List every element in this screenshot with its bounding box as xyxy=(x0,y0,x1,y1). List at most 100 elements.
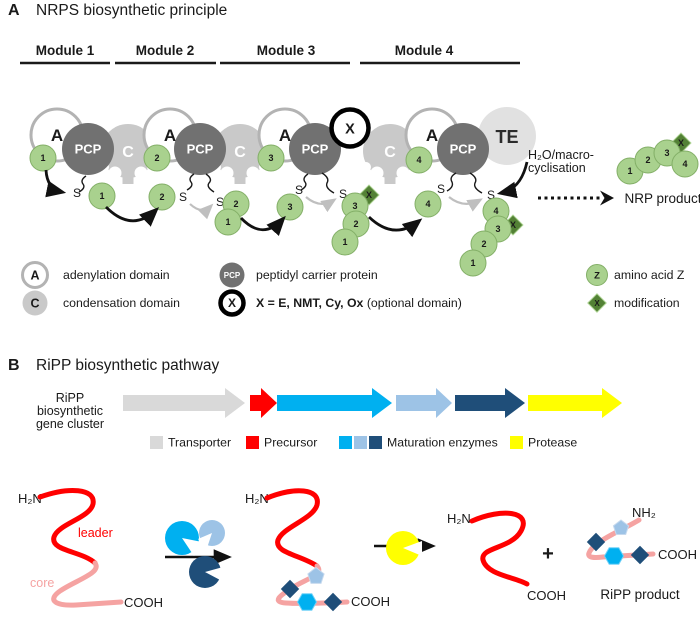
legend-adenylation: adenylation domain xyxy=(63,268,170,282)
modification-hexagon xyxy=(603,547,625,565)
gene-cluster-arrows xyxy=(123,388,622,418)
chain-aa: 4 xyxy=(425,199,430,209)
ripp-product-label: RiPP product xyxy=(600,587,680,602)
chain-aa: 2 xyxy=(481,239,486,249)
legend-c-icon xyxy=(22,290,48,316)
legend-x-note: (optional domain) xyxy=(363,296,461,310)
module-1-label: Module 1 xyxy=(36,43,95,58)
cooh-label: COOH xyxy=(658,547,697,562)
cleaved-leader-peptide: H₂N COOH xyxy=(447,510,566,603)
a-domain-letter: A xyxy=(426,126,438,145)
modification-diamond xyxy=(323,592,343,612)
modification-diamond xyxy=(630,545,650,565)
cyclisation-text-line2: cyclisation xyxy=(528,161,586,175)
module-4-label: Module 4 xyxy=(395,43,454,58)
a-domain-letter: A xyxy=(164,126,176,145)
core-label: core xyxy=(30,576,54,590)
nh2-label: NH₂ xyxy=(632,505,656,520)
c-domain-letter: C xyxy=(234,144,246,161)
ripp-product: NH₂ COOH RiPP product xyxy=(586,505,697,602)
aa-3: 3 xyxy=(268,153,273,163)
ppant-arms: S S S S S S S xyxy=(73,172,495,209)
transfer-arrow-m2 xyxy=(189,203,214,220)
legend-x-icon xyxy=(218,289,246,317)
c-domain-m4: C xyxy=(361,124,419,184)
s-label: S xyxy=(295,183,303,197)
legend-a-icon xyxy=(21,261,49,289)
legend-x-letter: X xyxy=(228,296,236,310)
legend-transporter: Transporter xyxy=(168,436,231,450)
precursor-gene-arrow xyxy=(250,388,277,418)
pcp-domain-m4 xyxy=(437,123,489,175)
transfer-arrow-m3 xyxy=(305,196,337,213)
chain-aa: 1 xyxy=(470,258,475,268)
legend-pcp-icon xyxy=(219,262,245,288)
panel-b-label: B xyxy=(8,357,20,374)
panel-a-legend: A adenylation domain C condensation doma… xyxy=(21,261,685,317)
pcp-domain-letters: PCP xyxy=(302,142,329,157)
leader-peptide-line xyxy=(264,488,320,569)
s-label: S xyxy=(216,195,224,209)
pcp-domain-m2 xyxy=(174,123,226,175)
plus-sign: + xyxy=(542,543,554,565)
condensation-arrow-1 xyxy=(105,206,160,227)
condensation-arrow-3 xyxy=(368,215,423,238)
legend-precursor-swatch xyxy=(246,436,259,449)
maturation-gene-arrow-3 xyxy=(455,388,525,418)
transfer-arrow-m4 xyxy=(448,196,483,212)
legend-modification: modification xyxy=(614,296,680,310)
legend-maturation-swatch-2 xyxy=(354,436,367,449)
release-arrow xyxy=(538,190,614,206)
a-domain-letter: A xyxy=(279,126,291,145)
module-headers: Module 1 Module 2 Module 3 Module 4 xyxy=(20,43,520,65)
modification-pentagon xyxy=(612,519,630,535)
chain-aa: 2 xyxy=(233,199,238,209)
maturation-gene-arrow-2 xyxy=(396,388,452,418)
pcp-domain-m1 xyxy=(62,123,114,175)
chain-aa: 2 xyxy=(159,192,164,202)
panel-b-legend: Transporter Precursor Maturation enzymes… xyxy=(150,436,577,450)
maturation-enzyme-navy xyxy=(189,556,223,588)
legend-pcp-letters: PCP xyxy=(224,271,241,280)
cooh-label: COOH xyxy=(124,595,163,610)
modification-pentagon xyxy=(307,566,325,584)
legend-protease-swatch xyxy=(510,436,523,449)
legend-c-letter: C xyxy=(30,297,39,311)
legend-aminoacid-icon xyxy=(586,264,608,286)
aa-1: 1 xyxy=(40,153,45,163)
legend-modification-icon: X xyxy=(587,293,607,313)
transfer-arrows xyxy=(44,161,529,238)
chain-aa: 3 xyxy=(495,224,500,234)
module-2-label: Module 2 xyxy=(136,43,195,58)
core-peptide-line xyxy=(51,560,124,608)
te-domain: TE xyxy=(478,107,536,165)
chain-aa: 4 xyxy=(493,206,498,216)
legend-pcp: peptidyl carrier protein xyxy=(256,268,378,282)
legend-maturation-swatch-1 xyxy=(339,436,352,449)
chain-aa: 1 xyxy=(99,191,104,201)
te-domain-letter: TE xyxy=(495,127,518,147)
legend-condensation: condensation domain xyxy=(63,296,180,310)
chain-aa: 3 xyxy=(352,201,357,211)
legend-aminoacid: amino acid Z xyxy=(614,268,685,282)
loaded-amino-acids: 1 2 3 4 xyxy=(29,144,433,174)
maturation-enzyme-cyan xyxy=(165,521,202,556)
modification-x: X xyxy=(510,220,516,230)
gene-cluster-label: RiPP biosynthetic gene cluster xyxy=(36,391,104,431)
pcp-domain-m3 xyxy=(289,123,341,175)
protease-enzyme xyxy=(374,531,436,565)
aa-2: 2 xyxy=(154,153,159,163)
s-label: S xyxy=(73,186,81,200)
modification-x: X xyxy=(678,138,684,148)
chain-aa: 1 xyxy=(342,237,347,247)
legend-x-bold: X = E, NMT, Cy, Ox xyxy=(256,296,364,310)
product-aa: 2 xyxy=(645,155,650,165)
maturation-enzyme-lightblue xyxy=(198,520,225,548)
c-domain-letter: C xyxy=(384,144,396,161)
x-domain-letter: X xyxy=(345,122,355,138)
x-domain: X xyxy=(329,107,371,149)
cyclisation-arrow xyxy=(496,161,529,199)
cooh-label: COOH xyxy=(527,588,566,603)
